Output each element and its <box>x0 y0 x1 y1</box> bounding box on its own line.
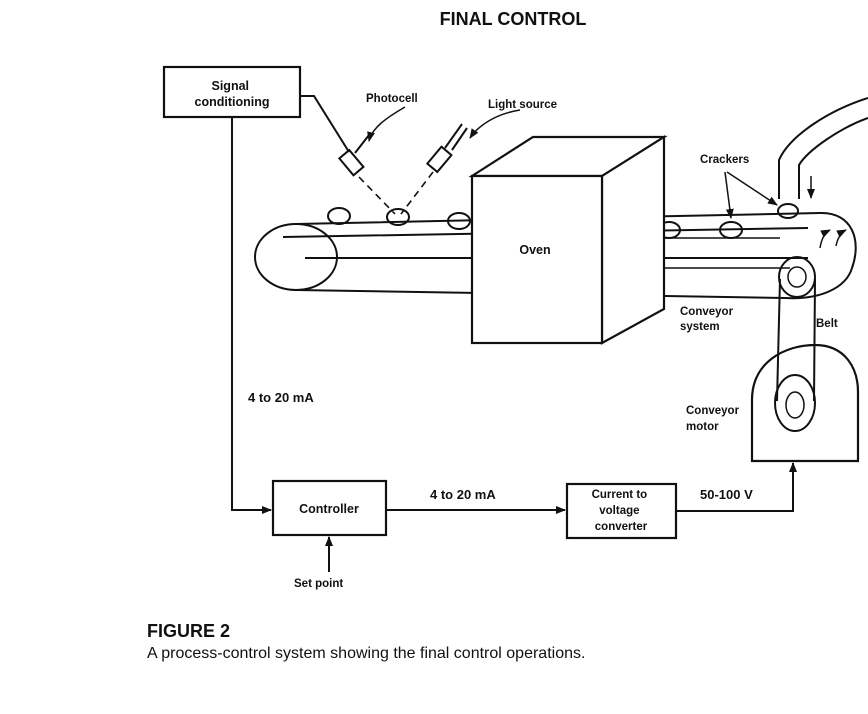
controller-output-label: 4 to 20 mA <box>430 487 496 502</box>
controller-block: Controller <box>271 479 388 537</box>
figure-number: FIGURE 2 <box>147 621 231 641</box>
belt-label: Belt <box>816 318 838 330</box>
signal-conditioning-label: Signal conditioning <box>195 79 270 109</box>
conveyor-motor <box>750 343 860 463</box>
photocell-label: Photocell <box>366 93 418 105</box>
cracker <box>777 203 799 219</box>
cracker <box>719 221 743 239</box>
conveyor-motor-label: Conveyor motor <box>686 405 742 433</box>
oven: Oven <box>468 135 668 345</box>
converter-block: Current to voltage converter <box>565 482 678 540</box>
feed-chute <box>778 97 868 199</box>
converter-label: Current to voltage converter <box>592 489 651 533</box>
conveyor-system-label: Conveyor system <box>680 306 736 333</box>
motor-pulley <box>774 374 816 432</box>
motor-housing <box>750 343 860 463</box>
light-source <box>400 123 468 215</box>
light-source-body <box>425 145 453 174</box>
figure-caption: A process-control system showing the fin… <box>147 645 586 662</box>
motor-voltage-label: 50-100 V <box>700 487 753 502</box>
motor-hub <box>785 391 805 419</box>
cracker <box>447 212 471 230</box>
photocell-body <box>337 148 365 177</box>
right-pulley <box>778 256 816 298</box>
drive-belt <box>776 278 816 402</box>
feedback-signal-label: 4 to 20 mA <box>248 390 314 405</box>
controller-label: Controller <box>299 502 359 516</box>
belt-right-end <box>784 211 857 300</box>
oven-front-face <box>470 174 604 345</box>
set-point-label: Set point <box>294 578 343 590</box>
light-source-label: Light source <box>488 99 557 111</box>
signal-lines <box>231 95 797 572</box>
photocell-sensor <box>337 134 396 215</box>
oven-label: Oven <box>519 243 550 257</box>
right-pulley-hub <box>787 266 807 288</box>
signal-conditioning-block: Signal conditioning <box>162 65 302 119</box>
diagram-title: FINAL CONTROL <box>440 9 587 29</box>
cracker <box>327 207 351 225</box>
crackers-label: Crackers <box>700 154 749 166</box>
leader-lines <box>367 106 778 219</box>
cracker <box>386 208 410 226</box>
